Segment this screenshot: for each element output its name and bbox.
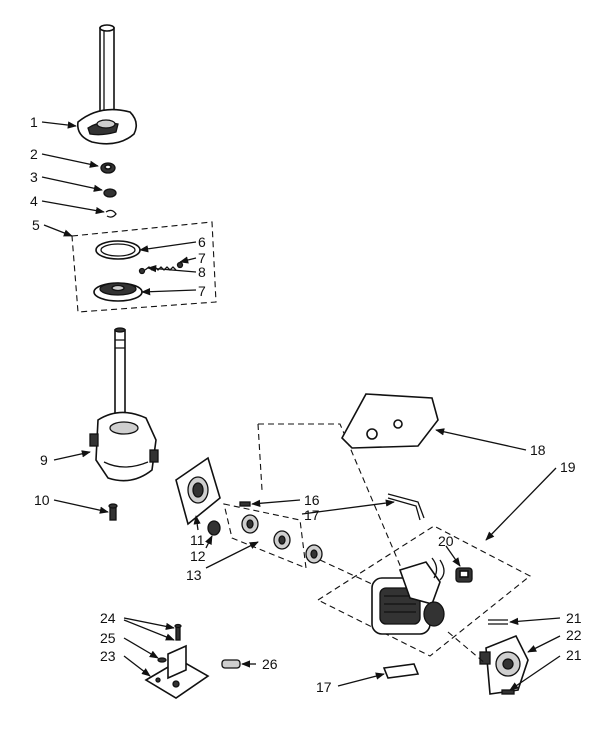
part-3-washer — [103, 188, 117, 198]
callout-18: 18 — [530, 442, 546, 458]
part-22-pump — [479, 634, 529, 695]
part-1-drive-block — [76, 108, 138, 145]
callout-23: 23 — [100, 648, 116, 664]
callout-26: 26 — [262, 656, 278, 672]
part-9-gearcase — [89, 411, 159, 482]
part-13-kit-box — [223, 503, 307, 569]
part-24-screws — [174, 623, 182, 641]
leader-lines — [41, 121, 561, 691]
part-13-bearings — [241, 514, 323, 564]
callout-8: 8 — [198, 264, 206, 280]
callout-4: 4 — [30, 193, 38, 209]
part-12-seal — [207, 520, 221, 536]
part-2-nut — [100, 162, 116, 174]
callout-9: 9 — [40, 452, 48, 468]
part-17-rod-lower — [382, 663, 420, 679]
callout-20: 20 — [438, 533, 454, 549]
part-21-clip-lower — [501, 689, 515, 695]
part-10-bolt — [108, 503, 118, 521]
pump-centerline — [447, 631, 487, 665]
callout-labels: 1 2 3 4 5 6 7 8 7 9 10 11 12 13 16 17 18… — [30, 114, 582, 695]
callout-10: 10 — [34, 492, 50, 508]
callout-1: 1 — [30, 114, 38, 130]
part-23-bracket — [144, 644, 210, 699]
assembly-centerline-3 — [319, 559, 373, 585]
part-20-switch — [455, 567, 473, 583]
callout-5: 5 — [32, 217, 40, 233]
callout-24: 24 — [100, 610, 116, 626]
callout-22: 22 — [566, 627, 582, 643]
callout-25: 25 — [100, 630, 116, 646]
agitator-shaft-part — [99, 24, 115, 129]
callout-21b: 21 — [566, 647, 582, 663]
callout-7b: 7 — [198, 283, 206, 299]
callout-12: 12 — [190, 548, 206, 564]
callout-17a: 17 — [304, 507, 320, 523]
callout-21a: 21 — [566, 610, 582, 626]
callout-13: 13 — [186, 567, 202, 583]
part-17-rod-upper — [387, 493, 425, 521]
part-18-gasket — [341, 393, 439, 449]
callout-3: 3 — [30, 169, 38, 185]
callout-16: 16 — [304, 492, 320, 508]
part-11-plate — [175, 456, 221, 526]
part-25-washer — [157, 657, 167, 663]
part-4-clip — [105, 209, 117, 218]
callout-2: 2 — [30, 146, 38, 162]
callout-11: 11 — [190, 532, 205, 548]
assembly-centerline-2 — [257, 423, 263, 491]
part-5-clutch-drum — [93, 282, 143, 302]
callout-6: 6 — [198, 234, 206, 250]
assembly-centerline-1 — [258, 423, 403, 571]
callout-17b: 17 — [316, 679, 332, 695]
part-19-motor — [371, 557, 445, 635]
part-5-kit-box — [71, 221, 217, 313]
callout-7a: 7 — [198, 250, 206, 266]
part-8-spring — [138, 261, 184, 275]
part-26-plug — [221, 659, 241, 669]
part-19-kit-box — [316, 525, 532, 657]
part-21-clip-upper — [488, 619, 508, 625]
part-16-pin — [239, 501, 251, 507]
callout-19: 19 — [560, 459, 576, 475]
part-6-ring — [95, 240, 141, 260]
